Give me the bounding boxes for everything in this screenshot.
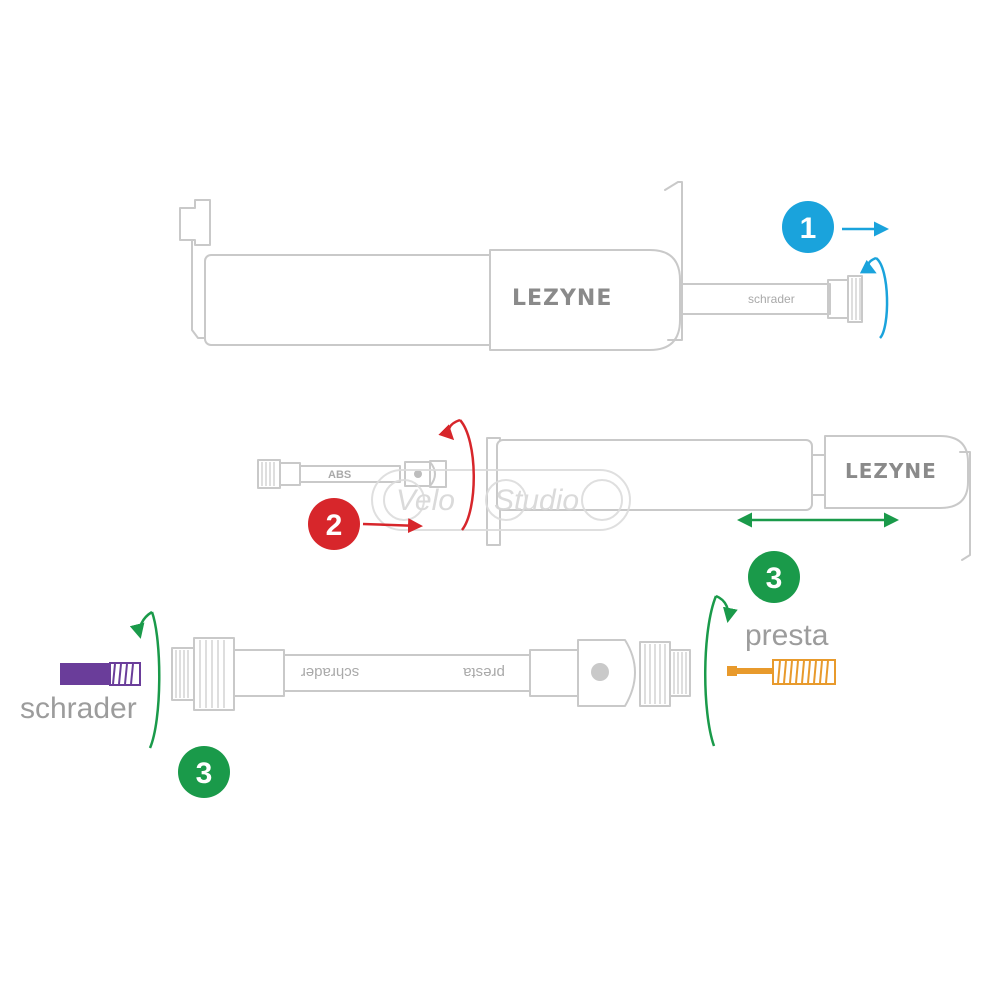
small-hose-tag: ABS [328,469,351,481]
step-1-badge [782,201,834,253]
step-2-push-arrow [362,518,423,534]
step-1-rotate-arrow [875,256,889,339]
presta-valve-stem [737,668,773,674]
step-2: 2 [308,418,475,550]
step-3-extend: 3 [737,512,899,603]
step-2-badge [308,498,360,550]
lever-pin [591,663,609,681]
schrader-valve-body [60,663,110,685]
watermark-text-2: Studio [494,484,579,517]
tube-label: schrader [748,292,795,306]
step-2-rotate-arrow [459,419,475,531]
schrader-valve: schrader [20,662,141,725]
hose-label-presta: presta [463,664,505,681]
watermark-text-1: Velo [396,484,455,517]
brand-logo: LEZYNE [512,286,612,311]
step-1-number: 1 [800,212,817,245]
step-3-rotate: 3 [129,594,738,798]
presta-valve-tip [727,666,737,676]
schrader-label: schrader [20,692,137,725]
hose-label-schrader: schrader [301,664,359,681]
brand-logo-middle: LEZYNE [845,459,937,483]
step-3-rotate-arrow-left [148,611,161,749]
step-3-rotate-arrow-right [703,595,718,747]
step-3-badge-bottom [178,746,230,798]
step-3-badge-top [748,551,800,603]
bottom-hose: schrader presta [171,637,691,711]
step-1: 1 [782,201,889,339]
presta-valve: presta [727,619,836,685]
presta-label: presta [745,619,829,652]
step-3-number-top: 3 [766,562,783,595]
step-2-number: 2 [326,509,343,542]
middle-pump: ABS LEZYNE [257,435,971,561]
watermark: Velo Studio [371,469,631,531]
top-pump: LEZYNE schrader [179,181,863,351]
step-3-number-bottom: 3 [196,757,213,790]
